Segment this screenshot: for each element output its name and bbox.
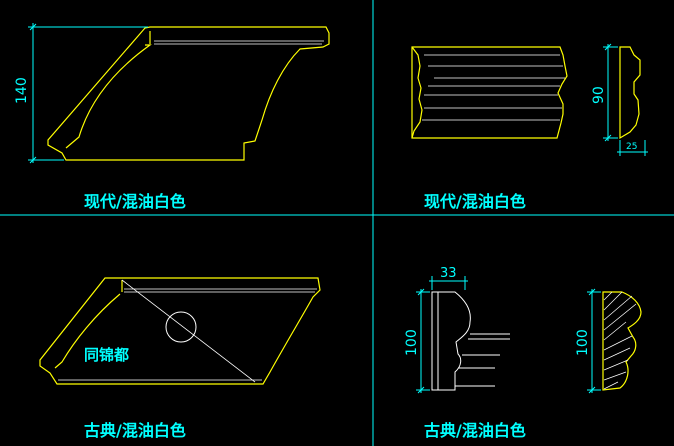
dim-label-100-right: 100	[575, 329, 591, 356]
dimension-33	[429, 276, 468, 290]
trim-detail-lines	[422, 54, 565, 121]
caption-top-right: 现代/混油白色	[424, 192, 526, 211]
section-hatching	[603, 291, 637, 390]
caption-bottom-left: 古典/混油白色	[84, 421, 186, 440]
dim-label-33: 33	[440, 266, 457, 281]
dim-label-100-left: 100	[404, 329, 420, 356]
dimension-90	[603, 43, 618, 142]
dimension-100-left	[416, 288, 430, 394]
inner-label-brand: 同锦都	[84, 346, 130, 364]
dimension-25	[617, 140, 648, 156]
classical-skirting-section	[602, 291, 642, 391]
classical-ornament-circle	[165, 311, 197, 343]
caption-top-left: 现代/混油白色	[84, 192, 186, 211]
classical-diagonal	[121, 279, 256, 383]
dim-label-140: 140	[14, 77, 30, 104]
dim-label-25: 25	[626, 142, 637, 152]
modern-cornice-profile	[47, 26, 330, 161]
dim-label-90: 90	[591, 86, 607, 104]
caption-bottom-right: 古典/混油白色	[424, 421, 526, 440]
dimension-140	[28, 23, 148, 164]
dimension-100-right	[587, 288, 601, 394]
modern-trim-profile	[411, 46, 641, 140]
classical-skirting-profile	[431, 291, 510, 391]
classical-cornice-profile	[39, 277, 321, 385]
